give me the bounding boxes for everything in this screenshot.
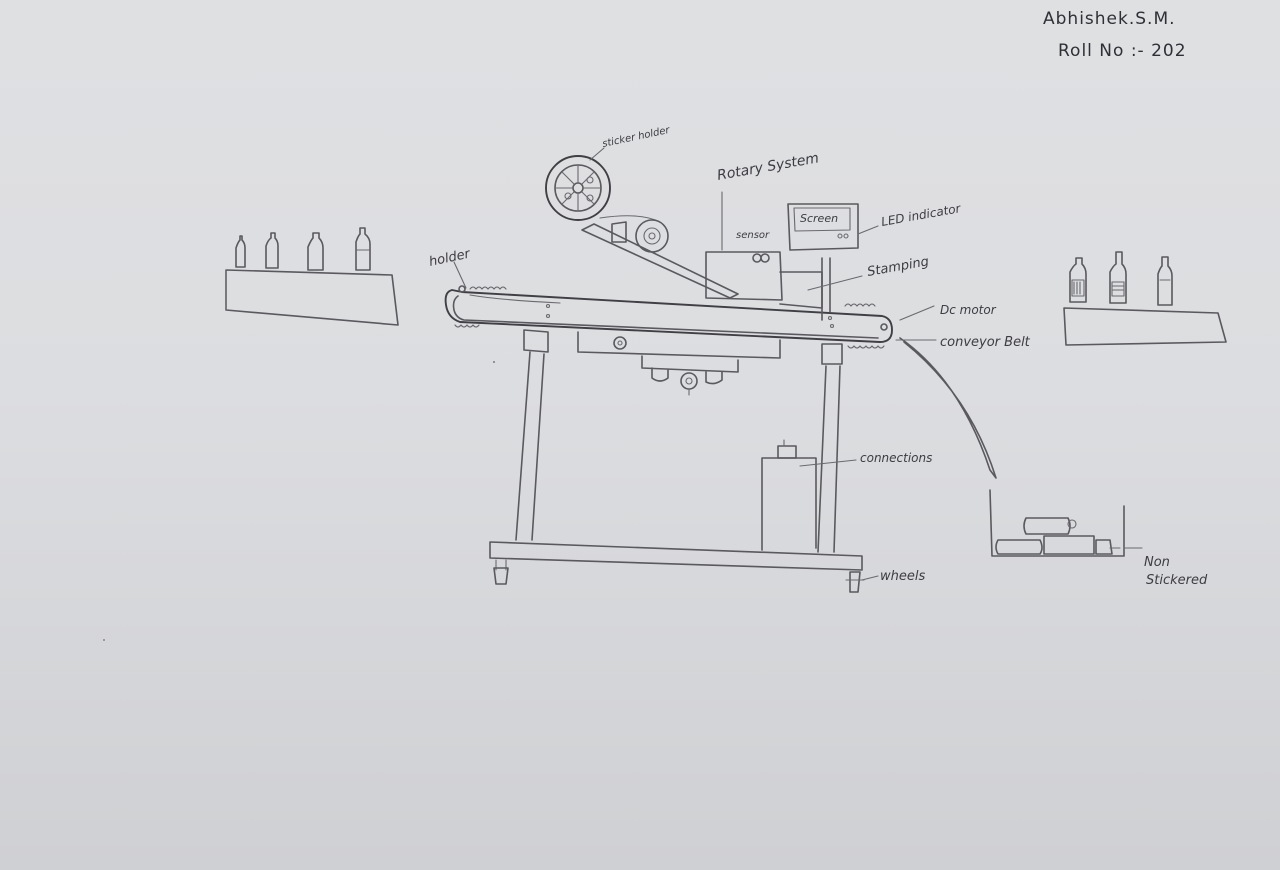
reject-bin [990,490,1124,556]
label-sensor: sensor [736,230,770,241]
input-bottle [356,228,370,270]
input-bottle [308,233,323,270]
label-stamping: Stamping [866,254,930,280]
output-bottle [1070,258,1086,302]
roll-number: Roll No :- 202 [1058,41,1187,61]
screen-unit [788,204,858,250]
author-name: Abhishek.S.M. [1043,9,1176,29]
pencil-dot [103,639,105,641]
input-bottle [266,233,278,268]
label-non-stickered: Non Stickered [1144,555,1208,588]
pencil-dot [493,361,495,363]
label-holder: holder [428,246,473,270]
label-screen: Screen [800,212,838,225]
sticker-holder-reel [546,156,610,220]
label-connections: connections [860,451,932,465]
label-dc-motor: Dc motor [940,303,997,317]
conveyor-belt [446,286,892,348]
input-bottle [236,236,245,267]
label-sticker-holder: sticker holder [601,125,671,150]
input-shelf [226,228,398,325]
connections-box [762,440,816,550]
output-bottle [1110,252,1126,303]
output-bottle [1158,257,1172,305]
belt-housing [578,332,780,395]
label-wheels: wheels [880,569,925,584]
output-shelf [1064,252,1226,345]
label-rotary-system: Rotary System [716,150,820,184]
label-conveyor-belt: conveyor Belt [940,335,1031,350]
sticker-feed-arm [582,216,738,298]
label-led-indicator: LED indicator [880,201,962,229]
